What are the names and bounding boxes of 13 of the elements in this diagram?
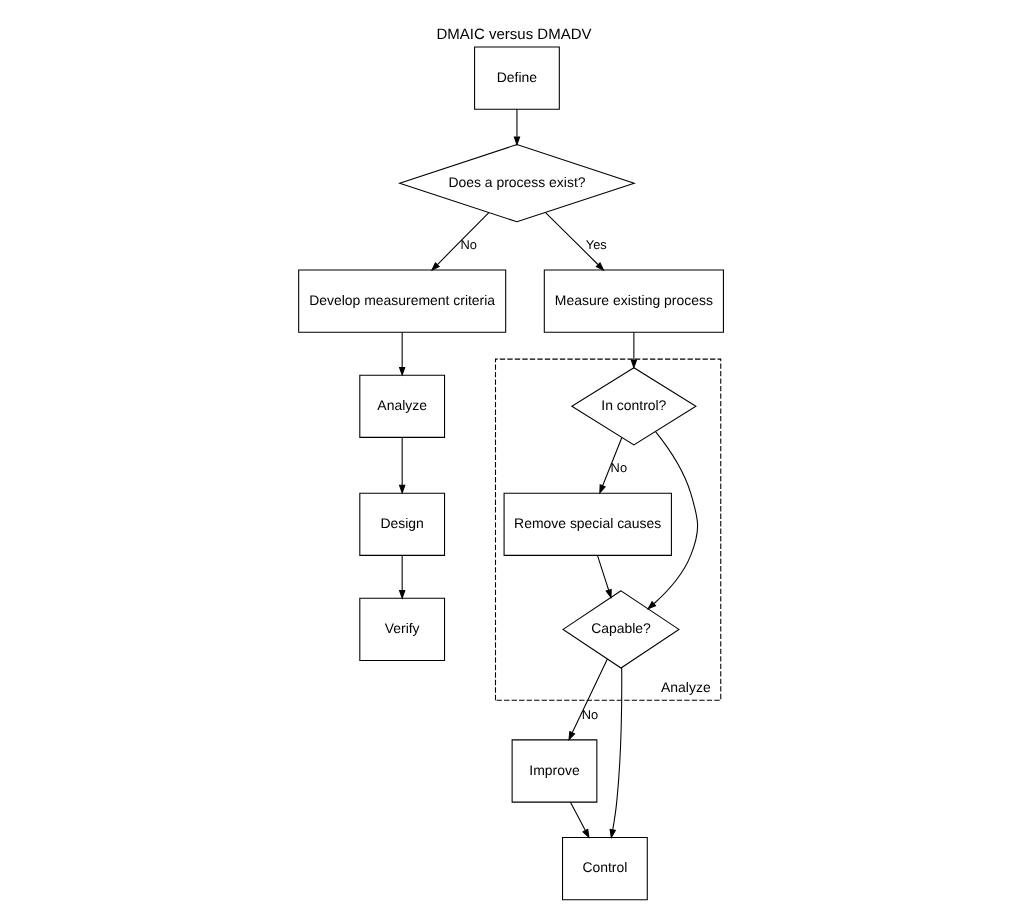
arrow [568,800,589,838]
arrow [608,666,622,838]
arrow [397,330,405,376]
arrow [544,211,604,271]
arrow [567,657,607,740]
arrow [595,553,611,598]
arrow [598,435,622,494]
arrow [629,330,637,369]
arrow [397,435,405,494]
arrow [429,211,489,271]
arrow [645,430,698,609]
arrow [512,107,520,146]
arrow [397,553,405,599]
